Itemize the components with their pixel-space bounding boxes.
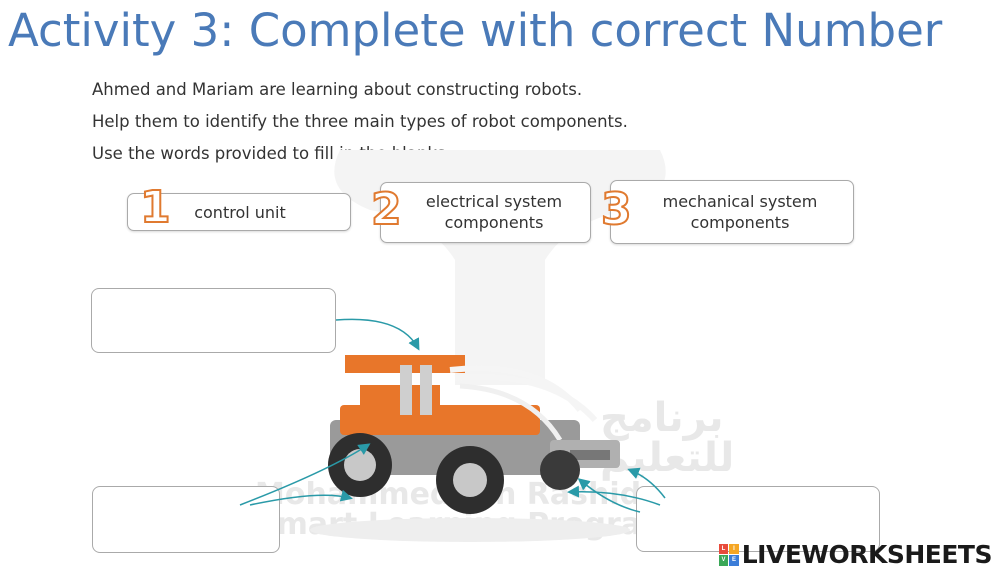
watermark-arabic-2: للتعليم: [600, 435, 735, 481]
arrow-bottom-left-1: [239, 443, 371, 506]
liveworksheets-brand-text: LIVEWORKSHEETS: [741, 540, 993, 569]
logo-letter-e: E: [729, 555, 739, 566]
word-bank-text-2-line2: components: [444, 213, 544, 232]
logo-letter-i: I: [729, 543, 739, 554]
liveworksheets-logo-icon: L I V E: [718, 543, 739, 566]
word-bank-item-1[interactable]: 1 control unit: [127, 185, 351, 231]
word-bank-text-1: control unit: [194, 203, 286, 222]
instruction-line-2: Help them to identify the three main typ…: [92, 112, 628, 131]
word-bank-item-2[interactable]: 2 electrical system components: [370, 182, 591, 243]
arrow-bottom-right-3: [627, 467, 666, 499]
robot-car-image: [310, 355, 630, 542]
arrow-bottom-right-2: [577, 478, 641, 513]
watermark-arabic-1: برنامج: [600, 395, 724, 441]
answer-blank-top[interactable]: [91, 288, 336, 353]
word-bank-text-2-line1: electrical system: [425, 192, 563, 211]
arrow-top-to-robot: [335, 318, 420, 351]
logo-letter-l: L: [718, 543, 729, 554]
instruction-line-1: Ahmed and Mariam are learning about cons…: [92, 80, 583, 99]
activity-title: Activity 3: Complete with correct Number: [8, 4, 943, 57]
arrow-bottom-right-1: [567, 485, 661, 506]
word-bank-item-3[interactable]: 3 mechanical system components: [600, 180, 854, 244]
arrow-bottom-left-2: [249, 489, 353, 506]
word-bank-text-3-line2: components: [690, 213, 790, 232]
liveworksheets-logo[interactable]: L I V E LIVEWORKSHEETS: [718, 540, 993, 569]
number-1-label: 1: [139, 182, 172, 233]
answer-blank-bottom-right[interactable]: [636, 486, 880, 552]
logo-letter-v: V: [718, 555, 729, 566]
number-2-label: 2: [370, 184, 403, 235]
word-bank-text-3-line1: mechanical system: [662, 192, 818, 211]
number-3-label: 3: [600, 184, 633, 235]
answer-blank-bottom-left[interactable]: [92, 486, 280, 553]
